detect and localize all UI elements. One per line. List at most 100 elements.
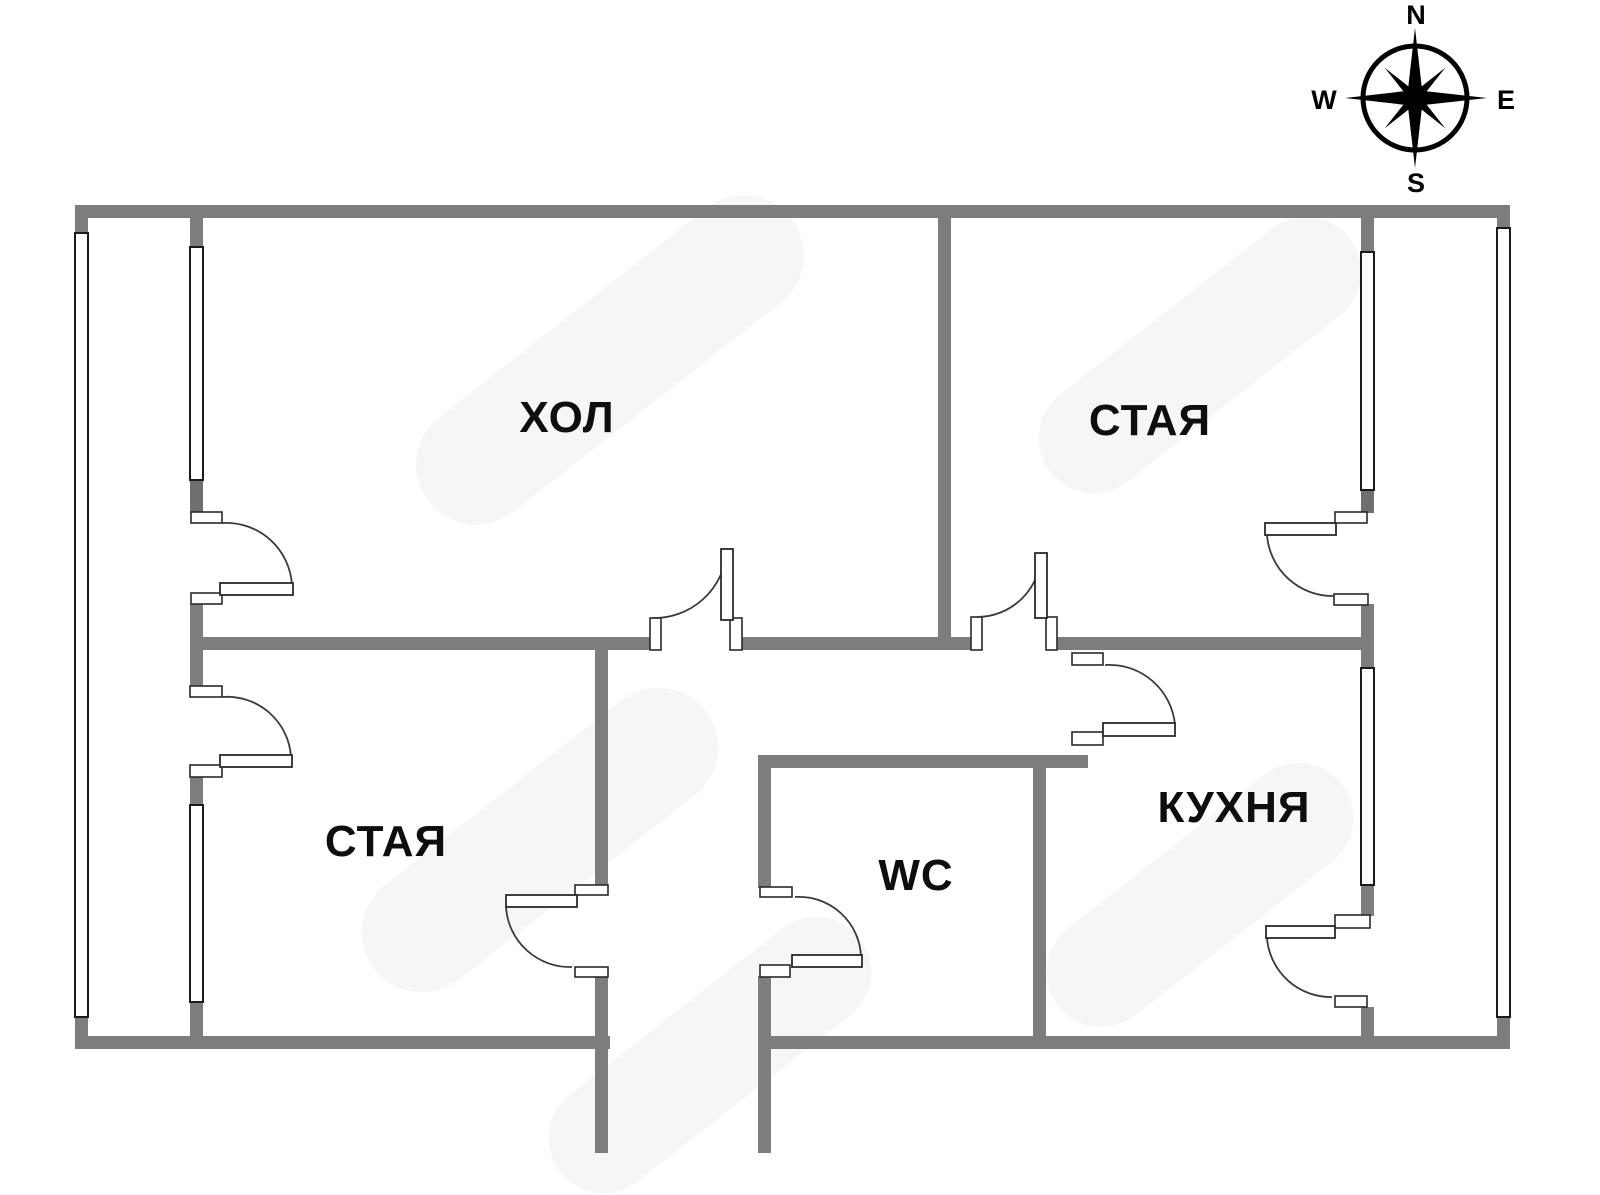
door-leaf	[1034, 552, 1048, 619]
door-jamb	[574, 966, 609, 978]
wall-segment	[190, 1002, 203, 1049]
door-hall-entrance	[649, 548, 743, 651]
watermark-smudge	[1038, 216, 1362, 494]
wall-segment	[190, 777, 203, 806]
door-room-bottom-left-corridor	[505, 884, 609, 978]
room-labels: ХОЛ СТАЯ СТАЯ WC КУХНЯ	[325, 393, 1310, 900]
wall-segment-corridor-left	[595, 976, 608, 1153]
door-swing-arc	[221, 695, 292, 758]
door-leaf	[791, 954, 863, 968]
door-kitchen-entrance	[1071, 652, 1176, 746]
compass-label-south: S	[1407, 168, 1425, 198]
door-swing-arc	[1266, 937, 1333, 998]
door-swing-arc	[1266, 534, 1335, 597]
interior-walls	[190, 218, 1374, 1153]
door-room-bottom-left-loggia	[189, 685, 293, 778]
compass-label-west: W	[1311, 85, 1337, 115]
window-right-outer	[1496, 227, 1511, 1018]
door-swing-arc	[1104, 663, 1176, 726]
compass-label-north: N	[1406, 0, 1426, 30]
door-jamb	[729, 617, 743, 651]
window-hall-loggia	[189, 246, 204, 481]
window-room-top-right-loggia	[1360, 251, 1375, 491]
wall-corner-top-right	[1497, 205, 1510, 228]
wall-segment	[190, 480, 203, 513]
door-jamb	[189, 764, 223, 778]
wall-segment-bottom-right	[758, 1036, 1510, 1049]
door-jamb	[1071, 731, 1104, 746]
wall-segment	[1361, 885, 1374, 916]
room-label-wc: WC	[878, 851, 953, 900]
door-jamb	[1334, 511, 1368, 524]
door-jamb	[1071, 652, 1104, 666]
door-jamb	[1333, 593, 1369, 606]
wall-segment	[190, 637, 651, 650]
door-jamb	[189, 685, 223, 698]
wall-corner-bottom-left	[75, 1017, 88, 1049]
wall-segment	[1361, 604, 1374, 668]
outer-walls	[75, 205, 1510, 1049]
wall-segment-corridor-left	[595, 650, 608, 886]
wall-segment	[741, 637, 972, 650]
wall-corner-top-left	[75, 205, 88, 233]
window-room-bottom-left-loggia	[189, 804, 204, 1003]
wall-segment	[1361, 1007, 1374, 1049]
watermark	[361, 195, 1362, 1194]
compass-diagonal-points-icon	[1384, 67, 1446, 129]
watermark-smudge	[1046, 763, 1354, 1027]
windows	[74, 227, 1511, 1018]
compass-label-east: E	[1497, 85, 1515, 115]
wall-segment-kitchen-top	[1056, 637, 1374, 650]
door-jamb	[970, 616, 983, 651]
door-leaf	[1264, 522, 1337, 536]
door-jamb	[759, 886, 793, 898]
door-swing-arc	[794, 896, 862, 958]
door-leaf	[219, 754, 293, 768]
watermark-smudge	[548, 916, 872, 1194]
door-kitchen-loggia	[1265, 914, 1371, 1008]
window-kitchen-loggia	[1360, 667, 1375, 886]
door-swing-arc	[221, 522, 293, 586]
door-jamb	[1334, 914, 1371, 929]
wall-segment-room-divider	[938, 218, 951, 650]
door-wc	[759, 886, 863, 978]
room-label-hall: ХОЛ	[519, 393, 614, 442]
door-room-top-right-loggia	[1264, 511, 1369, 606]
door-swing-arc	[976, 552, 1042, 618]
door-jamb	[1334, 995, 1368, 1008]
wall-segment-top	[75, 205, 1510, 218]
wall-segment	[1361, 218, 1374, 253]
door-jamb	[190, 511, 223, 524]
door-jamb	[1045, 616, 1058, 651]
room-label-kitchen: КУХНЯ	[1157, 783, 1310, 832]
door-swing-arc	[505, 906, 573, 968]
wall-segment-wc-right	[1033, 755, 1046, 1049]
door-leaf	[1102, 722, 1176, 737]
watermark-smudge	[361, 687, 719, 993]
window-left-outer	[74, 232, 89, 1018]
door-swing-arc	[651, 549, 728, 619]
watermark-smudge	[416, 195, 804, 525]
wall-segment-wc-left	[758, 755, 771, 888]
door-leaf	[505, 894, 578, 908]
compass-diagonal-point-icon	[1384, 67, 1446, 129]
wall-segment	[1361, 490, 1374, 513]
door-room-top-right-entrance	[970, 552, 1058, 651]
wall-segment-wc-top	[758, 755, 1088, 768]
door-jamb	[759, 964, 791, 978]
door-jamb	[649, 617, 662, 651]
door-hall-loggia	[190, 511, 294, 605]
room-label-room-bottom-left: СТАЯ	[325, 817, 447, 866]
wall-segment-wc-left	[758, 976, 771, 1153]
door-leaf	[720, 548, 734, 621]
door-jamb	[190, 592, 223, 605]
door-jamb	[574, 884, 609, 896]
door-leaf	[219, 582, 294, 596]
compass-rose: N E S W	[1311, 0, 1515, 198]
wall-segment	[190, 218, 203, 247]
door-leaf	[1265, 925, 1336, 939]
wall-segment-bottom-left	[75, 1036, 610, 1049]
wall-corner-bottom-right	[1497, 1017, 1510, 1049]
